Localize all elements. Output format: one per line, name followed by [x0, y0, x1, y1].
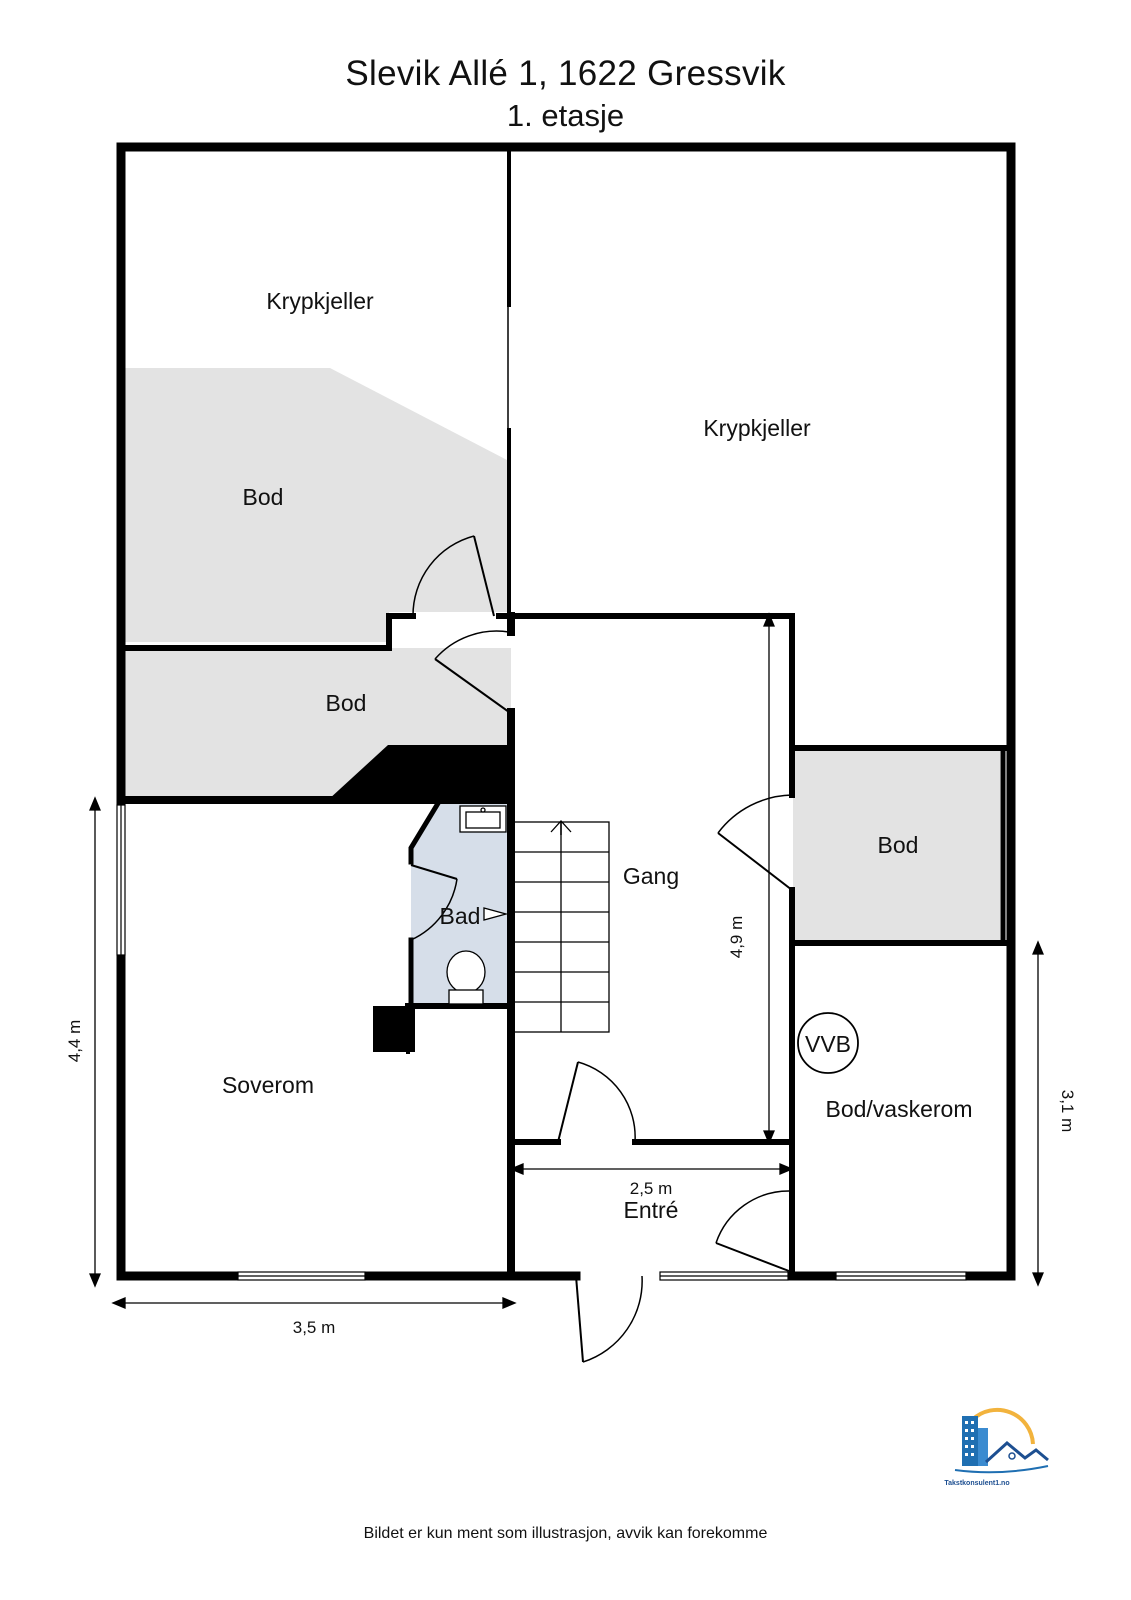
room-label-soverom: Soverom — [222, 1072, 314, 1098]
logo-text: Takstkonsulent1.no — [944, 1480, 1009, 1487]
dimension-bottom-width: 3,5 m — [293, 1318, 336, 1337]
plan-address: Slevik Allé 1, 1622 Gressvik — [345, 54, 786, 93]
vvb-label: VVB — [805, 1031, 851, 1057]
room-label-krypkjeller-right: Krypkjeller — [703, 415, 811, 441]
shower-triangle-icon — [483, 907, 509, 921]
room-label-bad: Bad — [440, 903, 481, 929]
dimension-lines — [89, 612, 1044, 1309]
dimension-left-height: 4,4 m — [65, 1020, 84, 1063]
company-logo: Takstkonsulent1.no — [944, 1407, 1049, 1487]
dimension-entre-width: 2,5 m — [630, 1179, 673, 1198]
stairs — [512, 820, 610, 1033]
dimension-right-height: 3,1 m — [1058, 1090, 1077, 1133]
room-label-bod-upper: Bod — [243, 484, 284, 510]
dimension-gang-height: 4,9 m — [727, 916, 746, 959]
water-heater-circle — [797, 1012, 859, 1074]
room-label-gang: Gang — [623, 863, 679, 889]
interior-walls — [117, 145, 1014, 1280]
disclaimer-text: Bildet er kun ment som illustrasjon, avv… — [363, 1525, 768, 1542]
windows — [116, 804, 967, 1281]
room-label-bod-middle: Bod — [326, 690, 367, 716]
outer-walls — [116, 142, 1016, 1281]
bad-area — [411, 796, 508, 1007]
bod-upper-area — [123, 368, 507, 642]
room-label-bod-right: Bod — [878, 832, 919, 858]
bod-right-area — [793, 748, 1000, 940]
toilet-icon — [446, 950, 486, 1005]
floor-label: 1. etasje — [506, 98, 625, 133]
sink-icon — [459, 805, 507, 833]
room-label-entre: Entré — [624, 1197, 679, 1223]
doors — [410, 535, 793, 1363]
room-label-bod-vaskerom: Bod/vaskerom — [825, 1096, 972, 1122]
chimney-block — [328, 745, 508, 800]
room-label-krypkjeller-left: Krypkjeller — [266, 288, 374, 314]
